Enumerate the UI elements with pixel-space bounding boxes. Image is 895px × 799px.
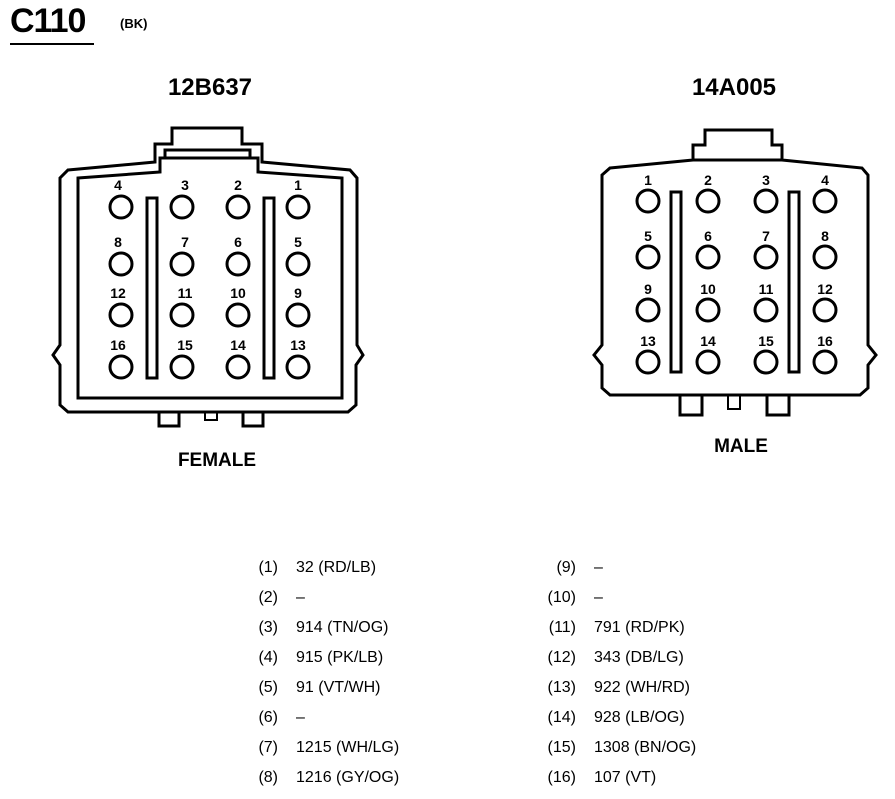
female-pin-label-7: 7 (181, 234, 189, 250)
female-pin-16 (108, 354, 134, 380)
pinout-right-wire: 922 (WH/RD) (594, 679, 691, 696)
female-pin-6 (225, 251, 251, 277)
female-pin-label-15: 15 (177, 337, 193, 353)
female-pin-13 (285, 354, 311, 380)
pinout-left-wire: 914 (TN/OG) (296, 619, 389, 636)
female-pin-label-16: 16 (110, 337, 126, 353)
female-separator-left (145, 196, 159, 380)
female-pin-1 (285, 194, 311, 220)
female-housing-outline (51, 126, 365, 414)
pinout-right-wire: 1308 (BN/OG) (594, 739, 697, 756)
female-bottom-tab-right (241, 410, 265, 428)
pinout-left-wire: – (296, 709, 305, 726)
female-pin-label-1: 1 (294, 177, 302, 193)
female-label: FEMALE (177, 450, 257, 471)
pinout-left-wire: 915 (PK/LB) (296, 649, 384, 666)
female-pin-2 (225, 194, 251, 220)
pinout-left-wire: 91 (VT/WH) (296, 679, 381, 696)
female-pin-label-3: 3 (181, 177, 189, 193)
female-pin-7 (169, 251, 195, 277)
connector-id: C110 (10, 2, 86, 40)
pinout-left-pin-number: (1) (258, 559, 278, 576)
female-pin-14 (225, 354, 251, 380)
female-pin-3 (169, 194, 195, 220)
female-pin-label-11: 11 (178, 285, 193, 301)
female-bottom-key (204, 411, 218, 421)
female-pin-label-10: 10 (230, 285, 246, 301)
male-label: MALE (714, 436, 768, 457)
pinout-right-wire: 791 (RD/PK) (594, 619, 685, 636)
pinout-right-pin-number: (14) (547, 709, 576, 726)
female-inner-outline (76, 156, 344, 400)
female-pin-4 (108, 194, 134, 220)
pinout-right-pin-number: (10) (547, 589, 576, 606)
pinout-right-wire: 928 (LB/OG) (594, 709, 685, 726)
pinout-left-wire: – (296, 589, 305, 606)
connector-color-code: (BK) (120, 16, 148, 31)
female-pin-label-13: 13 (290, 337, 306, 353)
pinout-right-pin-number: (11) (548, 619, 576, 636)
female-pin-label-8: 8 (114, 234, 122, 250)
female-part-number: 12B637 (167, 74, 253, 101)
female-latch (163, 148, 252, 158)
pinout-left-pin-number: (2) (258, 589, 278, 606)
male-part-number: 14A005 (691, 74, 777, 101)
female-pin-8 (108, 251, 134, 277)
pinout-left-pin-number: (3) (258, 619, 278, 636)
female-pin-label-5: 5 (294, 234, 302, 250)
pinout-left-pin-number: (5) (258, 679, 278, 696)
female-separator-right (262, 196, 276, 380)
female-pin-5 (285, 251, 311, 277)
female-pin-label-4: 4 (114, 177, 122, 193)
pinout-right-wire: 107 (VT) (594, 769, 657, 786)
pinout-right-wire: 343 (DB/LG) (594, 649, 684, 666)
pinout-right-pin-number: (12) (547, 649, 576, 666)
female-pin-label-12: 12 (110, 285, 126, 301)
pinout-right-pin-number: (16) (547, 769, 576, 786)
pinout-right-wire: – (594, 589, 603, 606)
pinout-right-pin-number: (13) (547, 679, 576, 696)
female-pin-label-9: 9 (294, 285, 302, 301)
pinout-right-wire: – (594, 559, 603, 576)
pinout-left-wire: 32 (RD/LB) (296, 559, 377, 576)
pinout-left-pin-number: (7) (258, 739, 278, 756)
pinout-left-pin-number: (6) (258, 709, 278, 726)
female-bottom-tab-left (157, 410, 181, 428)
female-pin-label-2: 2 (234, 177, 242, 193)
female-pin-label-14: 14 (230, 337, 246, 353)
pinout-left-wire: 1215 (WH/LG) (296, 739, 400, 756)
female-pin-12 (108, 302, 134, 328)
female-pin-15 (169, 354, 195, 380)
pinout-left-pin-number: (8) (258, 769, 278, 786)
female-pin-10 (225, 302, 251, 328)
female-pin-label-6: 6 (234, 234, 242, 250)
pinout-left-wire: 1216 (GY/OG) (296, 769, 400, 786)
female-pin-11 (169, 302, 195, 328)
pinout-right-pin-number: (15) (547, 739, 576, 756)
connector-id-underline (10, 43, 94, 45)
pinout-right-pin-number: (9) (556, 559, 576, 576)
female-pin-9 (285, 302, 311, 328)
pinout-left-pin-number: (4) (258, 649, 278, 666)
